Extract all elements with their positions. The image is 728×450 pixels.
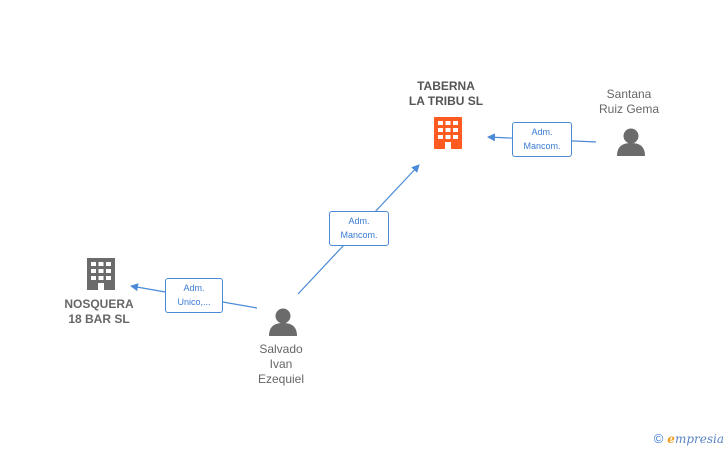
building-icon[interactable] [434,117,462,149]
person-name-line2: Ivan [269,357,293,371]
edge-role-line1: Adm. [183,283,205,293]
company-label-nosquera[interactable]: NOSQUERA 18 BAR SL [44,297,154,327]
edge-label-santana-taberna[interactable]: Adm. Mancom. [512,122,572,157]
company-label-taberna[interactable]: TABERNA LA TRIBU SL [386,79,506,109]
edge-label-salvado-taberna[interactable]: Adm. Mancom. [329,211,389,246]
person-name-line1: Salvado [259,342,303,356]
person-label-salvado[interactable]: Salvado Ivan Ezequiel [236,342,326,387]
edge-role-line2: Unico,... [177,297,211,307]
edge-role-line2: Mancom. [340,230,378,240]
person-icon[interactable] [269,308,297,337]
brand-logo-text: mpresia [674,432,724,446]
edge-label-salvado-nosquera[interactable]: Adm. Unico,... [165,278,223,313]
person-name-line3: Ezequiel [257,372,305,386]
company-name-line1: NOSQUERA [64,297,134,311]
building-icon[interactable] [87,258,115,290]
company-name-line1: TABERNA [417,79,475,93]
company-name-line2: 18 BAR SL [68,312,130,326]
person-label-santana[interactable]: Santana Ruiz Gema [584,87,674,117]
brand-logo-initial: e [667,432,675,446]
company-name-line2: LA TRIBU SL [408,94,484,108]
edge-role-line1: Adm. [531,127,553,137]
person-name-line2: Ruiz Gema [598,102,660,116]
edge-role-line1: Adm. [348,216,370,226]
person-icon[interactable] [617,128,645,157]
edge-role-line2: Mancom. [523,141,561,151]
person-name-line1: Santana [606,87,652,101]
brand-footer[interactable]: ©empresia [654,431,724,446]
copyright-icon: © [653,431,664,446]
